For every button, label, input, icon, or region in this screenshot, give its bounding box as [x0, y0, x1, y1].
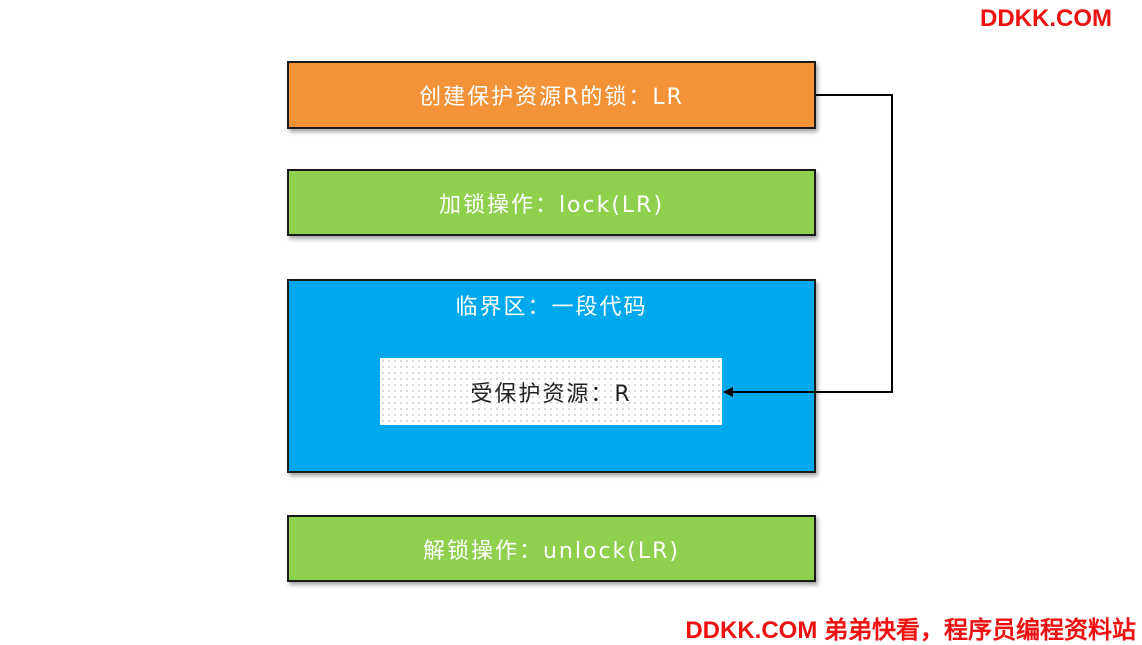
critical-section-label: 临界区：一段代码 — [455, 295, 648, 320]
create-lock-box: 创建保护资源R的锁：LR — [287, 61, 816, 129]
create-lock-label: 创建保护资源R的锁：LR — [419, 85, 684, 110]
lock-operation-box: 加锁操作：lock(LR) — [287, 169, 816, 236]
protected-resource-box: 受保护资源：R — [380, 358, 722, 425]
lock-operation-label: 加锁操作：lock(LR) — [438, 192, 665, 218]
watermark-top: DDKK.COM — [980, 5, 1112, 32]
unlock-operation-label: 解锁操作：unlock(LR) — [422, 538, 680, 564]
protected-resource-label: 受保护资源：R — [470, 381, 632, 407]
unlock-operation-box: 解锁操作：unlock(LR) — [287, 515, 816, 582]
